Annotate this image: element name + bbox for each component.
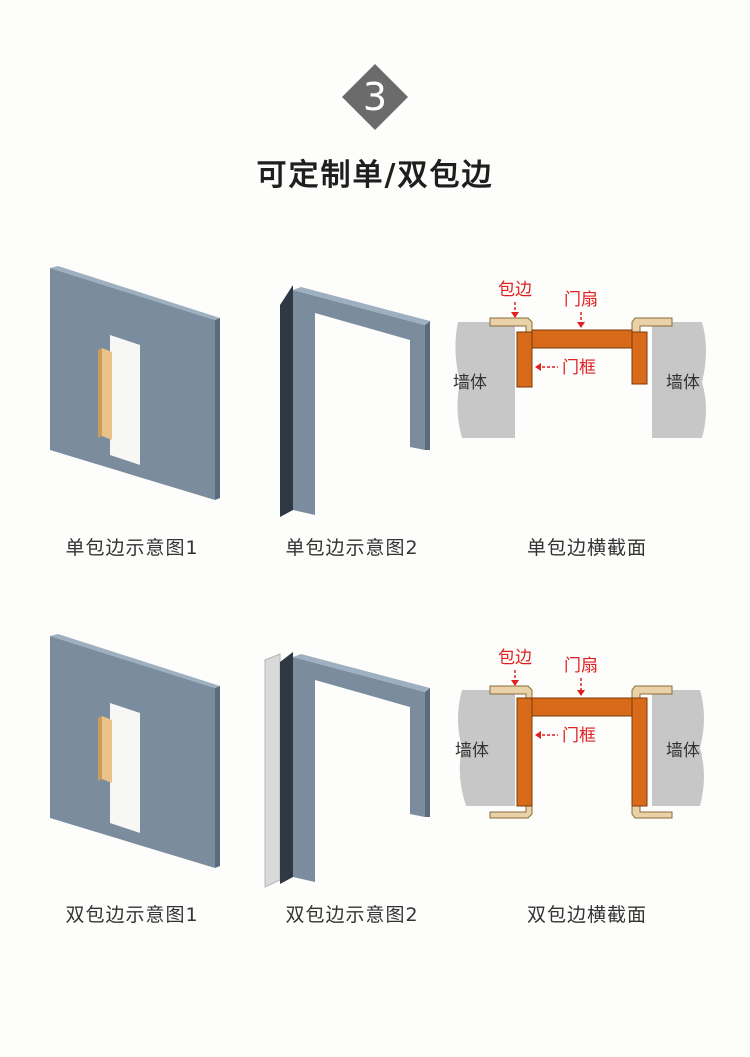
wall-right-label: 墙体 — [666, 373, 700, 393]
trim-label: 包边 — [498, 280, 532, 300]
single-trim-figure-2 — [265, 285, 440, 524]
leaf-label: 门扇 — [564, 656, 598, 676]
wall-left-label: 墙体 — [455, 741, 489, 761]
leaf-label: 门扇 — [564, 290, 598, 310]
caption-double-2: 双包边示意图2 — [285, 904, 419, 926]
caption-double-3: 双包边横截面 — [526, 904, 647, 926]
step-badge: 3 — [340, 62, 410, 132]
single-trim-cross-section: 包边 门扇 门框 墙体 墙体 — [440, 270, 720, 454]
frame-label: 门框 — [562, 726, 596, 746]
diamond-badge-icon: 3 — [342, 64, 408, 130]
double-trim-figure-1 — [40, 628, 230, 882]
caption-single-1: 单包边示意图1 — [65, 537, 199, 559]
caption-single-3: 单包边横截面 — [526, 537, 647, 559]
page-title: 可定制单/双包边 — [256, 158, 494, 193]
wall-left-label: 墙体 — [453, 373, 487, 393]
single-trim-figure-1 — [40, 260, 230, 514]
caption-double-1: 双包边示意图1 — [65, 904, 199, 926]
double-trim-figure-2 — [255, 652, 435, 896]
trim-label: 包边 — [498, 648, 532, 668]
frame-label: 门框 — [562, 358, 596, 378]
step-number: 3 — [363, 75, 387, 119]
caption-single-2: 单包边示意图2 — [285, 537, 419, 559]
wall-right-label: 墙体 — [666, 741, 700, 761]
double-trim-cross-section: 包边 门扇 门框 墙体 墙体 — [440, 636, 720, 830]
